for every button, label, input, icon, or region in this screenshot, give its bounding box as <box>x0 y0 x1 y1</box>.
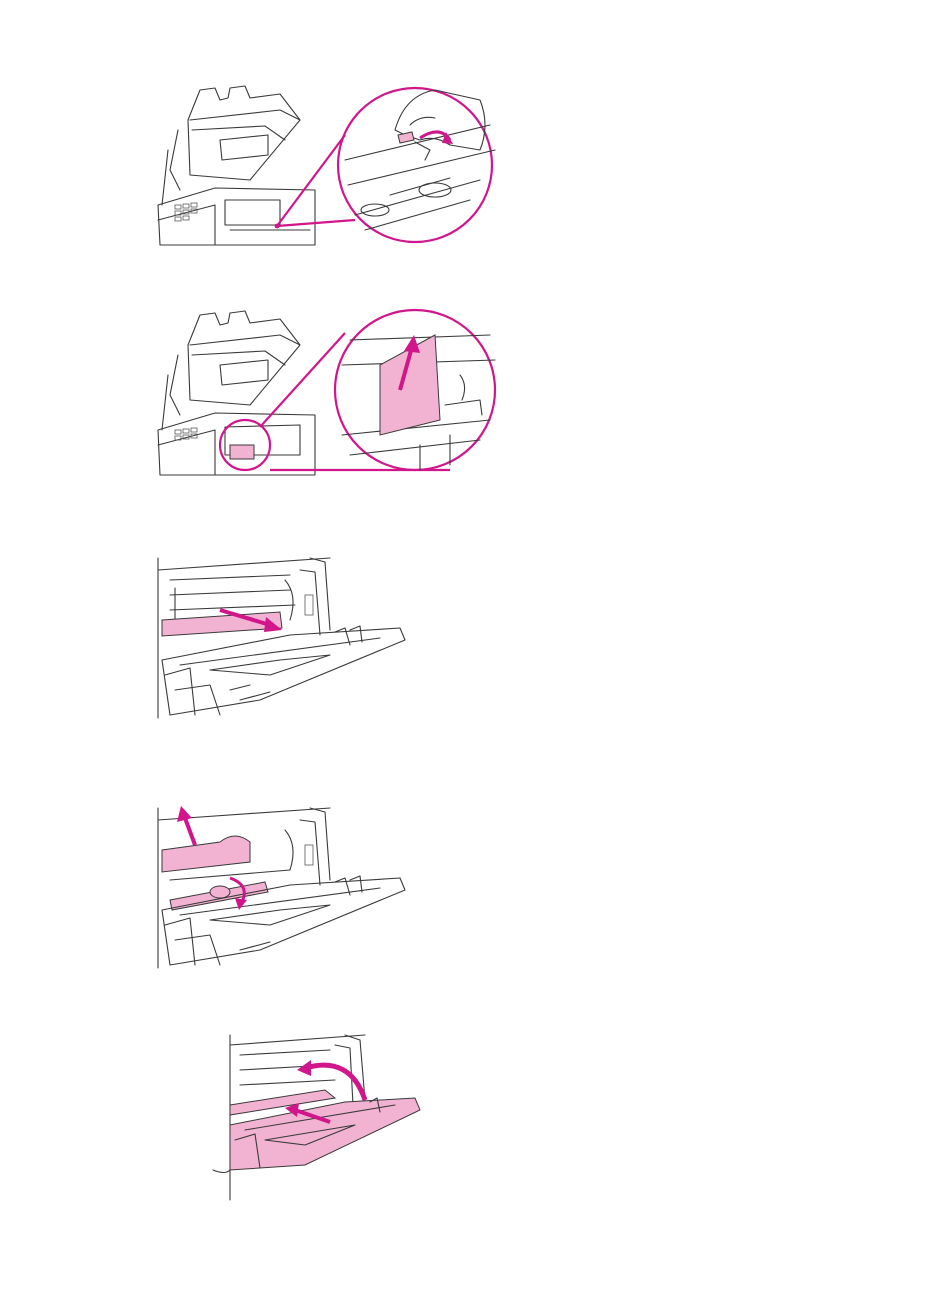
figure-1-drawing <box>150 80 500 255</box>
figure-3-drawing <box>150 550 415 725</box>
magnified-lever-view <box>345 90 495 230</box>
figure-4-lift-cover <box>150 800 415 975</box>
figure-4-drawing <box>150 800 415 975</box>
figure-2-remove-paper <box>150 305 500 480</box>
figure-1-lever-release <box>150 80 500 255</box>
figure-5-drawing <box>205 1030 430 1205</box>
figure-5-close-cover <box>205 1030 430 1205</box>
keypad-icon <box>175 203 197 221</box>
figure-2-drawing <box>150 305 500 480</box>
magnified-paper-view <box>342 335 495 470</box>
figure-3-tray-pull-paper <box>150 550 415 725</box>
